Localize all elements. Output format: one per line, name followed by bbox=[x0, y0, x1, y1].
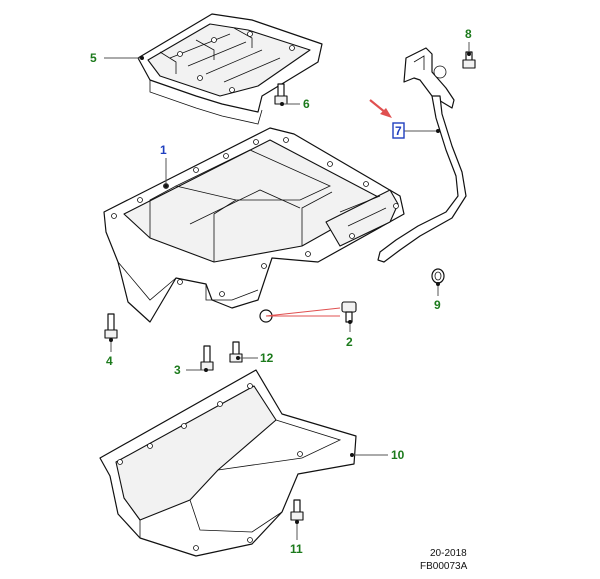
dipstick-tube bbox=[377, 47, 467, 263]
leader-lines bbox=[104, 42, 471, 540]
callout-8[interactable]: 8 bbox=[465, 27, 472, 41]
callout-10[interactable]: 10 bbox=[391, 448, 405, 462]
lower-pan-bolt bbox=[290, 499, 304, 521]
callout-9[interactable]: 9 bbox=[434, 298, 441, 312]
pan-bolt-4 bbox=[104, 313, 118, 339]
callout-4[interactable]: 4 bbox=[106, 354, 113, 368]
highlight-arrow-icon bbox=[369, 99, 392, 118]
callout-1[interactable]: 1 bbox=[160, 143, 167, 157]
windage-tray bbox=[137, 13, 323, 125]
callout-3[interactable]: 3 bbox=[174, 363, 181, 377]
pan-bolt-3 bbox=[200, 345, 214, 371]
upper-oil-pan bbox=[103, 127, 405, 323]
callout-2[interactable]: 2 bbox=[346, 335, 353, 349]
drain-plug bbox=[341, 301, 357, 323]
lower-oil-pan bbox=[99, 369, 357, 557]
callout-6[interactable]: 6 bbox=[303, 97, 310, 111]
tube-o-ring bbox=[431, 268, 445, 284]
callout-12[interactable]: 12 bbox=[260, 351, 274, 365]
footer-date: 20-2018 bbox=[430, 548, 467, 559]
callout-11[interactable]: 11 bbox=[290, 542, 303, 556]
callout-5[interactable]: 5 bbox=[90, 51, 97, 65]
selected-callout-box bbox=[392, 122, 405, 139]
callout-7[interactable]: 7 bbox=[395, 124, 402, 138]
footer-code: FB00073A bbox=[420, 561, 468, 572]
pan-stud-12 bbox=[229, 341, 243, 363]
